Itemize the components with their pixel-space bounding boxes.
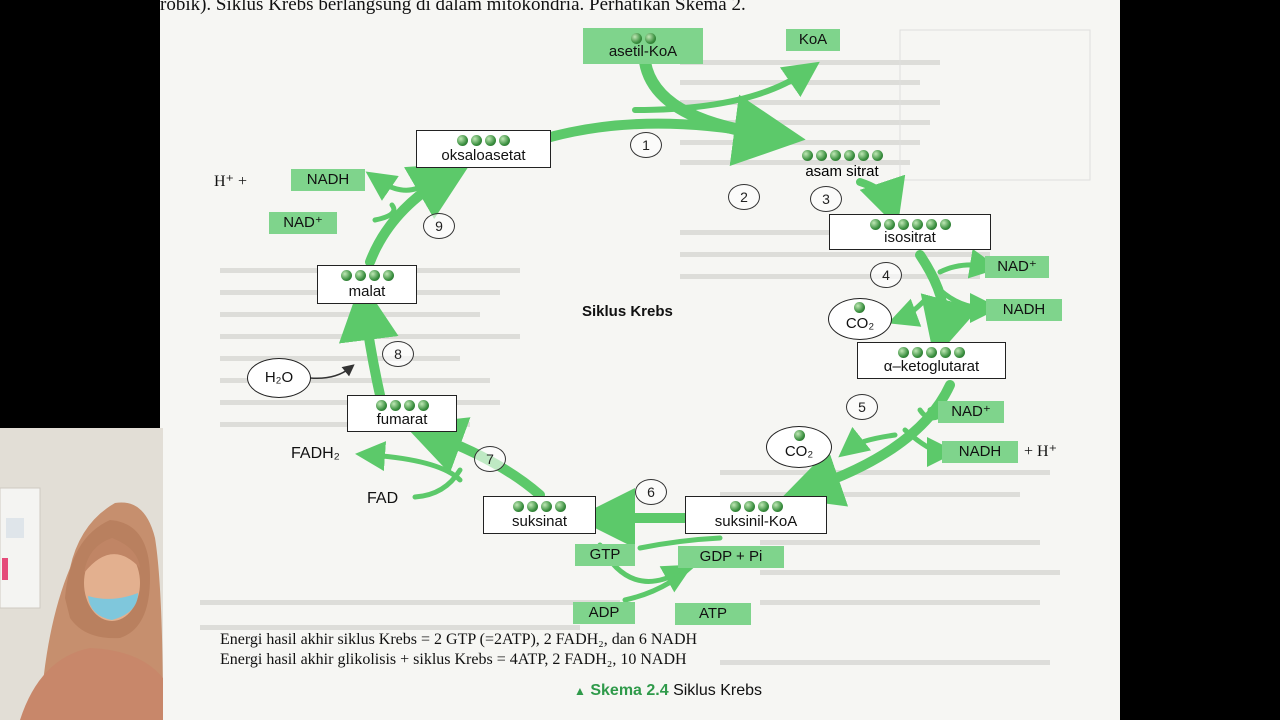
figure-caption: ▲ Skema 2.4 Siklus Krebs — [574, 682, 762, 700]
cycle-arrows — [309, 56, 1000, 603]
textbook-page: robik). Siklus Krebs berlangsung di dala… — [160, 0, 1120, 720]
step-9: 9 — [423, 213, 455, 239]
nadh-left: NADH — [291, 169, 365, 191]
arrow-malat-to-oxaloacetate — [365, 162, 471, 267]
caption-marker: ▲ — [574, 684, 586, 698]
cycle-center-title: Siklus Krebs — [582, 303, 673, 320]
co2-step5: CO₂ — [766, 426, 832, 468]
energy-line-krebs: Energi hasil akhir siklus Krebs = 2 GTP … — [220, 631, 698, 648]
acetyl-coa-box: asetil-KoA — [583, 28, 703, 64]
isocitrate-box: isositrat — [829, 214, 991, 250]
header-text: robik). Siklus Krebs berlangsung di dala… — [160, 0, 746, 15]
fad-label: FAD — [367, 490, 399, 507]
step-5: 5 — [846, 394, 878, 420]
step-8: 8 — [382, 341, 414, 367]
step-6: 6 — [635, 479, 667, 505]
malate-box: malat — [317, 265, 417, 304]
water-molecule: H₂O — [247, 358, 311, 398]
caption-title: Siklus Krebs — [673, 682, 762, 699]
step-7: 7 — [474, 446, 506, 472]
arrow-ketoglutarate-to-succinylcoa — [781, 380, 955, 507]
citrate-node: asam sitrat — [772, 148, 912, 184]
fadh2-label: FADH₂ — [291, 445, 340, 462]
arrow-oxaloacetate-to-citrate — [535, 118, 775, 145]
adp-label: ADP — [573, 602, 635, 624]
arrow-koa-release — [632, 61, 820, 113]
oxaloacetate-box: oksaloasetat — [416, 130, 551, 168]
presenter-video-frame — [0, 428, 163, 720]
co2-step4: CO₂ — [828, 298, 892, 340]
presenter-webcam — [0, 428, 163, 720]
gdp-pi-label: GDP + Pi — [678, 546, 784, 568]
koa-label: KoA — [786, 29, 840, 51]
arrow-citrate-to-isocitrate — [856, 174, 906, 228]
h-plus-step5: + H⁺ — [1024, 443, 1058, 460]
nadh-step4: NADH — [986, 299, 1062, 321]
arrow-isocitrate-to-ketoglutarate — [915, 250, 979, 359]
h-plus-left: H⁺ + — [214, 173, 248, 190]
succinate-box: suksinat — [483, 496, 596, 534]
step-1: 1 — [630, 132, 662, 158]
nadh-step5: NADH — [942, 441, 1018, 463]
atp-label: ATP — [675, 603, 751, 625]
caption-number: Skema 2.4 — [590, 682, 669, 699]
energy-line-total: Energi hasil akhir glikolisis + siklus K… — [220, 651, 687, 668]
arrow-fumarate-to-malat — [338, 280, 399, 400]
nad-step4: NAD⁺ — [985, 256, 1049, 278]
nad-left: NAD⁺ — [269, 212, 337, 234]
succinyl-coa-box: suksinil-KoA — [685, 496, 827, 534]
ketoglutarate-box: α–ketoglutarat — [857, 342, 1006, 379]
step-2: 2 — [728, 184, 760, 210]
gtp-label: GTP — [575, 544, 635, 566]
step-3: 3 — [810, 186, 842, 212]
step-4: 4 — [870, 262, 902, 288]
nad-step5: NAD⁺ — [938, 401, 1004, 423]
fumarate-box: fumarat — [347, 395, 457, 432]
